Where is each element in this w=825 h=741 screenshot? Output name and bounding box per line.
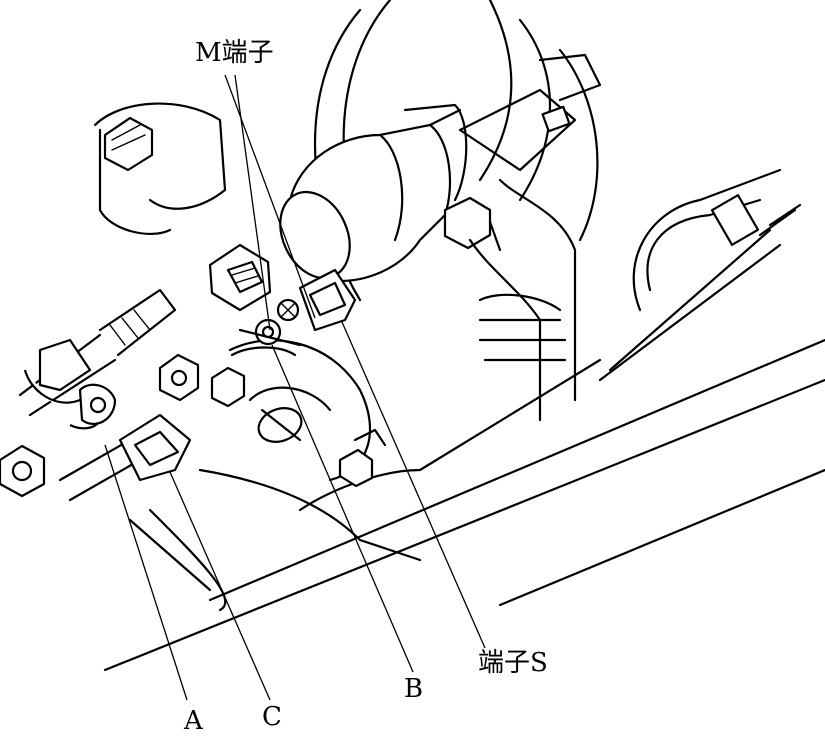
m-terminal-stud	[208, 243, 272, 312]
gear-housing	[228, 339, 387, 488]
b-washer	[230, 318, 302, 357]
upper-right-mount	[443, 53, 602, 252]
mid-nuts	[158, 353, 246, 408]
label-m-terminal: M端子	[195, 38, 274, 68]
upper-bracket	[93, 102, 227, 235]
cable-a	[18, 288, 177, 430]
starter-solenoid	[279, 103, 468, 282]
label-c: C	[262, 702, 282, 732]
drive-shaft-housing	[468, 178, 577, 422]
leader-lines	[104, 74, 486, 701]
right-hoses	[598, 168, 802, 382]
cable-c-connector	[58, 413, 192, 502]
label-s-terminal: 端子S	[478, 648, 548, 678]
cable-a-nut	[0, 444, 46, 498]
label-a: A	[184, 706, 203, 736]
label-b: B	[404, 674, 424, 704]
